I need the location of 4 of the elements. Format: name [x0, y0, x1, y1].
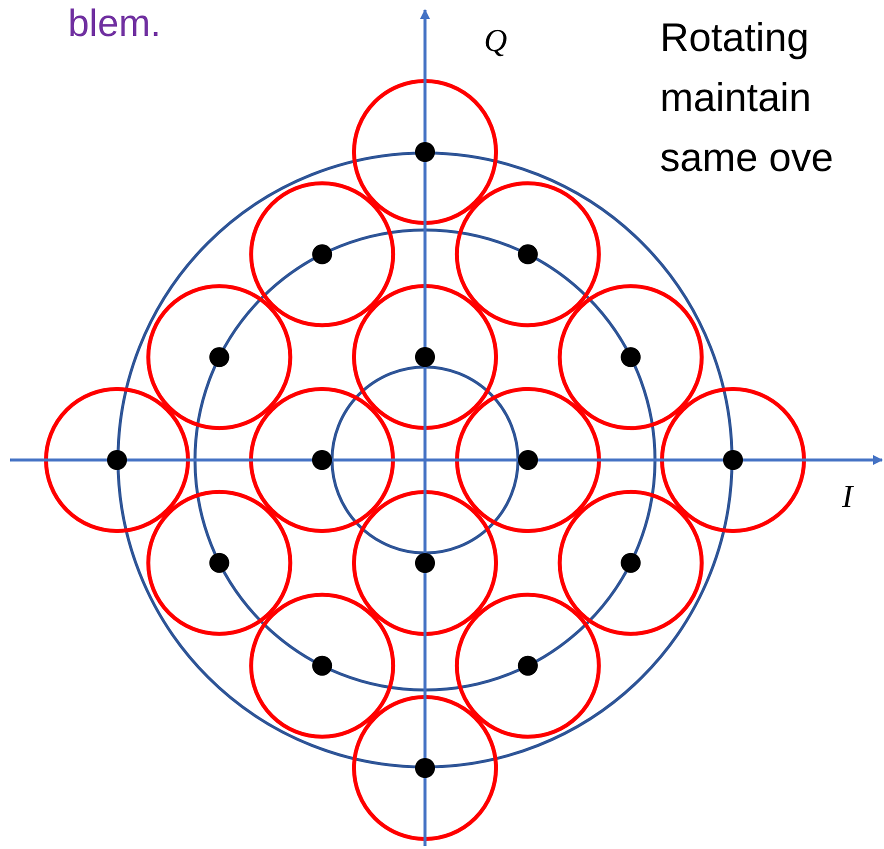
axis-label: Q	[484, 22, 508, 59]
axis-label: I	[842, 478, 853, 515]
note-text: Rotating maintain same ove	[660, 15, 834, 182]
heading-text: blem.	[68, 2, 161, 46]
